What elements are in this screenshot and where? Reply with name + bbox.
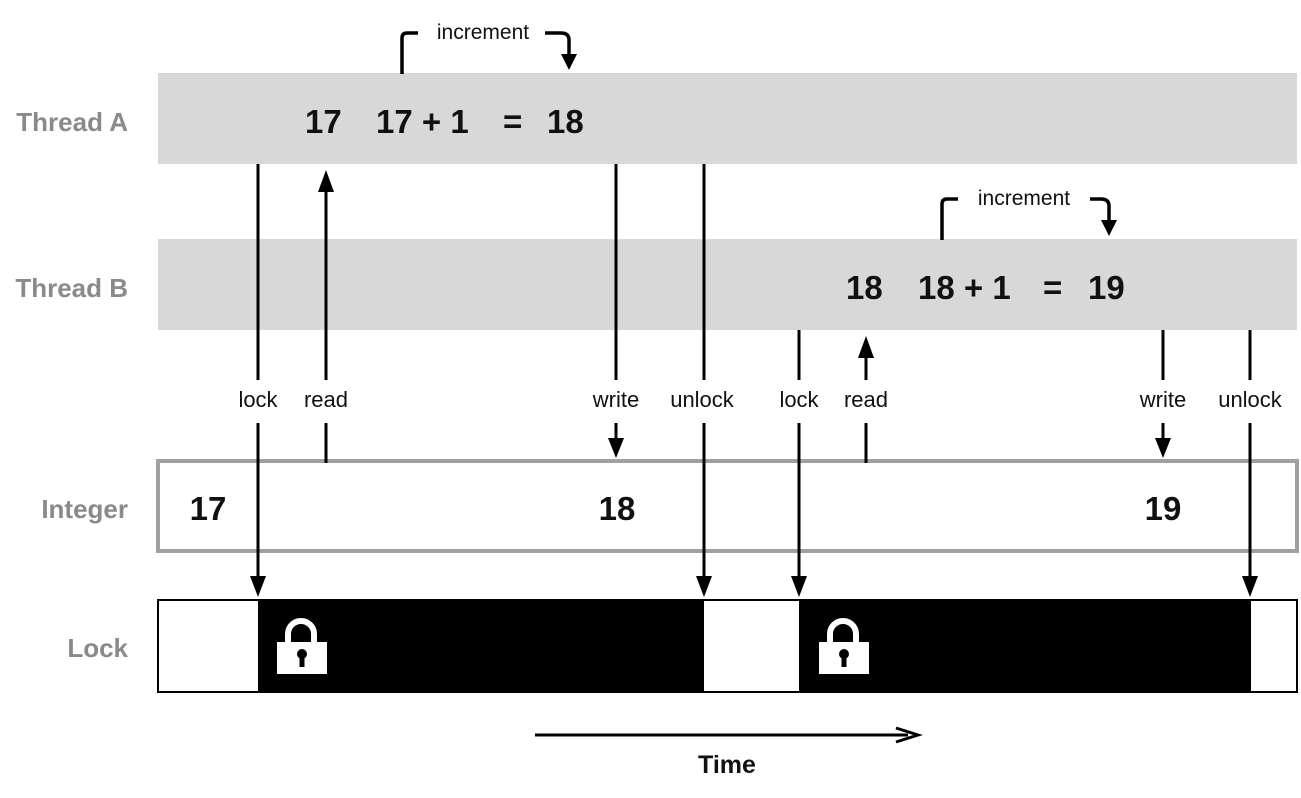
thread-a-read-value: 17 bbox=[305, 103, 342, 140]
padlock-icon bbox=[277, 618, 327, 674]
read-1-arrow bbox=[318, 170, 334, 463]
thread-a-band bbox=[158, 73, 1297, 164]
thread-a-increment-label: increment bbox=[437, 21, 529, 44]
row-label-thread-a: Thread A bbox=[16, 107, 128, 137]
time-arrow bbox=[535, 726, 923, 744]
event-label-write-1: write bbox=[592, 387, 639, 412]
thread-a-equals: = bbox=[503, 103, 522, 140]
lock-held-segment-a bbox=[258, 600, 704, 692]
unlock-1-arrow bbox=[696, 164, 712, 597]
lock-1-arrow bbox=[250, 164, 266, 597]
row-label-lock: Lock bbox=[67, 633, 128, 663]
lock-2-arrow bbox=[791, 330, 807, 597]
integer-value-initial: 17 bbox=[190, 490, 227, 527]
thread-a-result: 18 bbox=[547, 103, 584, 140]
event-label-lock-1: lock bbox=[238, 387, 278, 412]
event-label-read-1: read bbox=[304, 387, 348, 412]
integer-value-after-a: 18 bbox=[599, 490, 636, 527]
thread-b-increment-label: increment bbox=[978, 187, 1070, 210]
lock-held-segment-b bbox=[799, 600, 1251, 692]
thread-b-expression: 18 + 1 bbox=[918, 269, 1011, 306]
thread-b-increment-bracket bbox=[940, 197, 1117, 240]
unlock-2-arrow bbox=[1242, 330, 1258, 597]
time-label: Time bbox=[698, 751, 756, 779]
row-label-thread-b: Thread B bbox=[15, 273, 128, 303]
row-label-integer: Integer bbox=[41, 494, 128, 524]
event-label-unlock-2: unlock bbox=[1218, 387, 1283, 412]
event-label-unlock-1: unlock bbox=[670, 387, 735, 412]
integer-box bbox=[156, 459, 1299, 553]
thread-a-increment-bracket bbox=[400, 31, 577, 74]
event-label-lock-2: lock bbox=[779, 387, 819, 412]
thread-b-read-value: 18 bbox=[846, 269, 883, 306]
thread-b-band bbox=[158, 239, 1297, 330]
padlock-icon bbox=[819, 618, 869, 674]
write-2-arrow bbox=[1155, 330, 1171, 458]
thread-b-result: 19 bbox=[1088, 269, 1125, 306]
event-label-read-2: read bbox=[844, 387, 888, 412]
integer-value-after-b: 19 bbox=[1145, 490, 1182, 527]
read-2-arrow bbox=[858, 336, 874, 463]
write-1-arrow bbox=[608, 164, 624, 458]
thread-b-equals: = bbox=[1043, 269, 1062, 306]
thread-a-expression: 17 + 1 bbox=[376, 103, 469, 140]
event-label-write-2: write bbox=[1139, 387, 1186, 412]
